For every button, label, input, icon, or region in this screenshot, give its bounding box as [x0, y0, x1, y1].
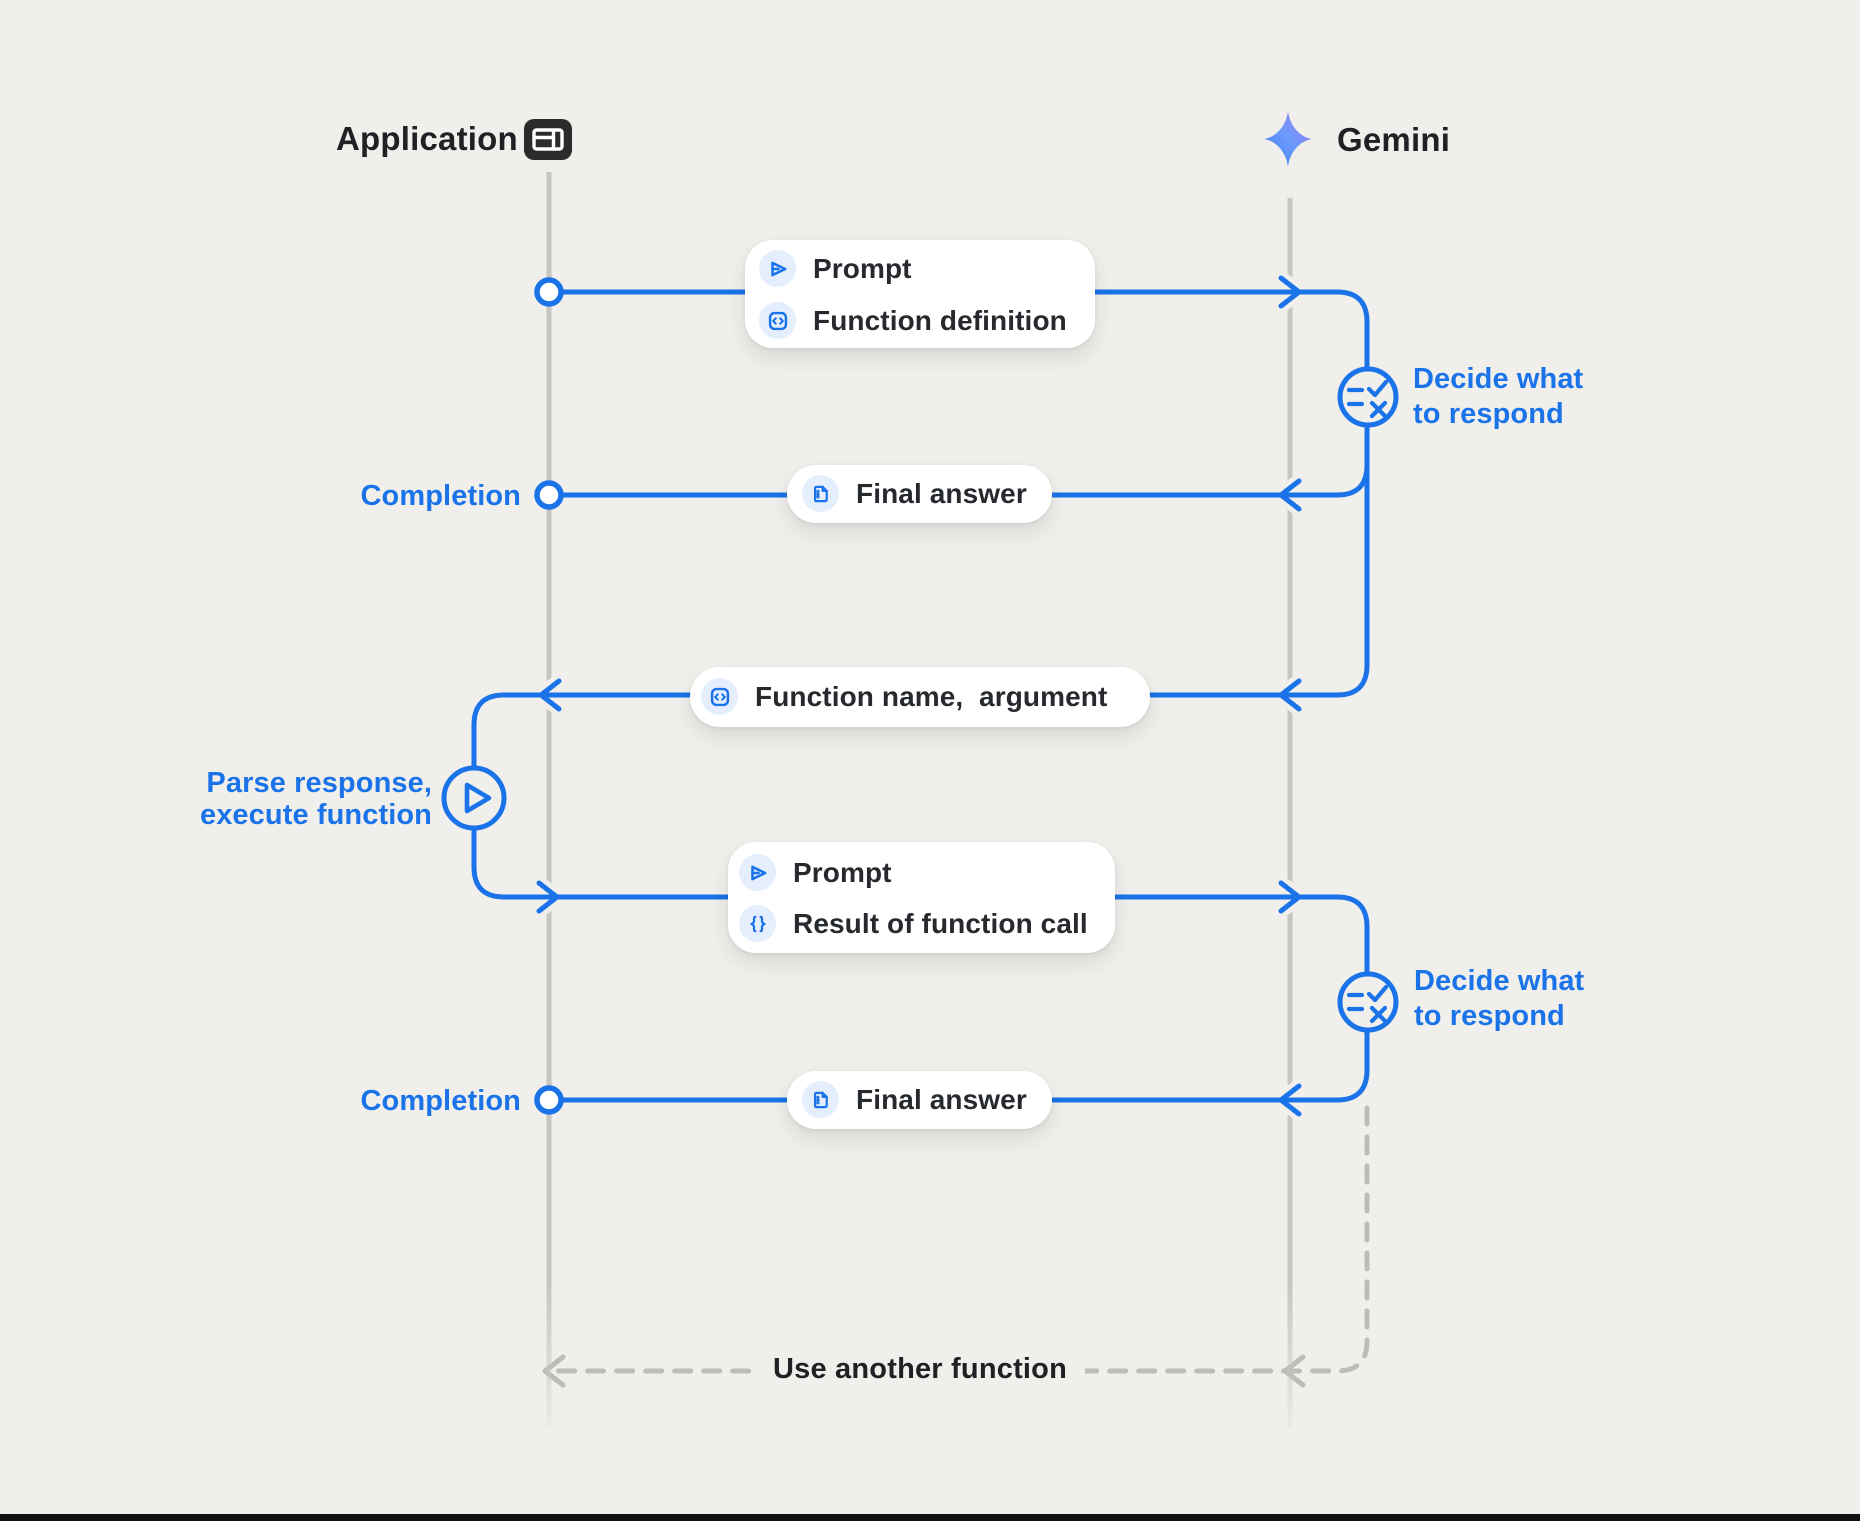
- document-icon: [802, 1081, 839, 1118]
- decide-node-2: [1337, 971, 1399, 1033]
- completion-label-1: Completion: [360, 480, 521, 512]
- message-box-prompt-definition: Prompt Function definition: [745, 240, 1095, 348]
- decide-label-1: Decide what to respond: [1413, 363, 1584, 430]
- decide-label-2: Decide what to respond: [1414, 965, 1585, 1032]
- actor-label-application: Application: [336, 120, 518, 157]
- decide-checklist-icon: [1346, 379, 1389, 419]
- send-prompt-icon: [759, 250, 796, 287]
- message-label: Prompt: [813, 252, 912, 284]
- message-box-final-answer-1: Final answer: [787, 465, 1052, 523]
- arrowhead-right-application-1: [536, 880, 560, 914]
- message-box-final-answer-2: Final answer: [787, 1071, 1052, 1129]
- message-box-prompt-result: Prompt Result of function call: [728, 842, 1115, 953]
- start-ring-prompt: [534, 277, 564, 307]
- actor-label-gemini: Gemini: [1337, 121, 1451, 158]
- bottom-edge-bar: [0, 1514, 1860, 1521]
- decide-checklist-icon: [1346, 984, 1389, 1024]
- arrowhead-right-gemini-1: [1278, 275, 1302, 309]
- dashed-arrowheads: [542, 1354, 1306, 1388]
- message-final-answer-2-wire: [559, 1027, 1370, 1103]
- message-box-function-name: Function name, argument: [690, 667, 1150, 727]
- gemini-sparkle-icon: [1264, 111, 1312, 167]
- message-label: Function name, argument: [755, 680, 1108, 712]
- arrowhead-left-application-1: [538, 678, 562, 712]
- code-brackets-icon: [701, 678, 738, 715]
- completion-label-2: Completion: [360, 1085, 521, 1117]
- arrowhead-left-gemini-3: [1278, 1083, 1302, 1117]
- completion-ring-1: [534, 480, 564, 510]
- execute-play-icon: [464, 782, 492, 814]
- decide-node-1: [1337, 366, 1399, 428]
- message-label: Prompt: [793, 856, 892, 888]
- arrowhead-left-gemini-1: [1278, 478, 1302, 512]
- message-label: Function definition: [813, 304, 1067, 336]
- message-label: Result of function call: [793, 907, 1088, 939]
- document-icon: [802, 475, 839, 512]
- use-another-function-label: Use another function: [754, 1353, 1086, 1386]
- message-label: Final answer: [856, 477, 1027, 509]
- parse-execute-label: Parse response, execute function: [199, 767, 432, 831]
- use-another-function-dashed-path: [545, 1105, 1370, 1374]
- execute-node: [441, 765, 507, 831]
- message-prompt-definition-wire: [546, 289, 1370, 372]
- app-window-icon: [524, 119, 572, 160]
- send-prompt-icon: [739, 854, 776, 891]
- completion-ring-2: [534, 1085, 564, 1115]
- arrowhead-right-gemini-2: [1278, 880, 1302, 914]
- message-label: Final answer: [856, 1083, 1027, 1115]
- arrowhead-left-gemini-2: [1278, 678, 1302, 712]
- braces-icon: [739, 905, 776, 942]
- code-brackets-icon: [759, 302, 796, 339]
